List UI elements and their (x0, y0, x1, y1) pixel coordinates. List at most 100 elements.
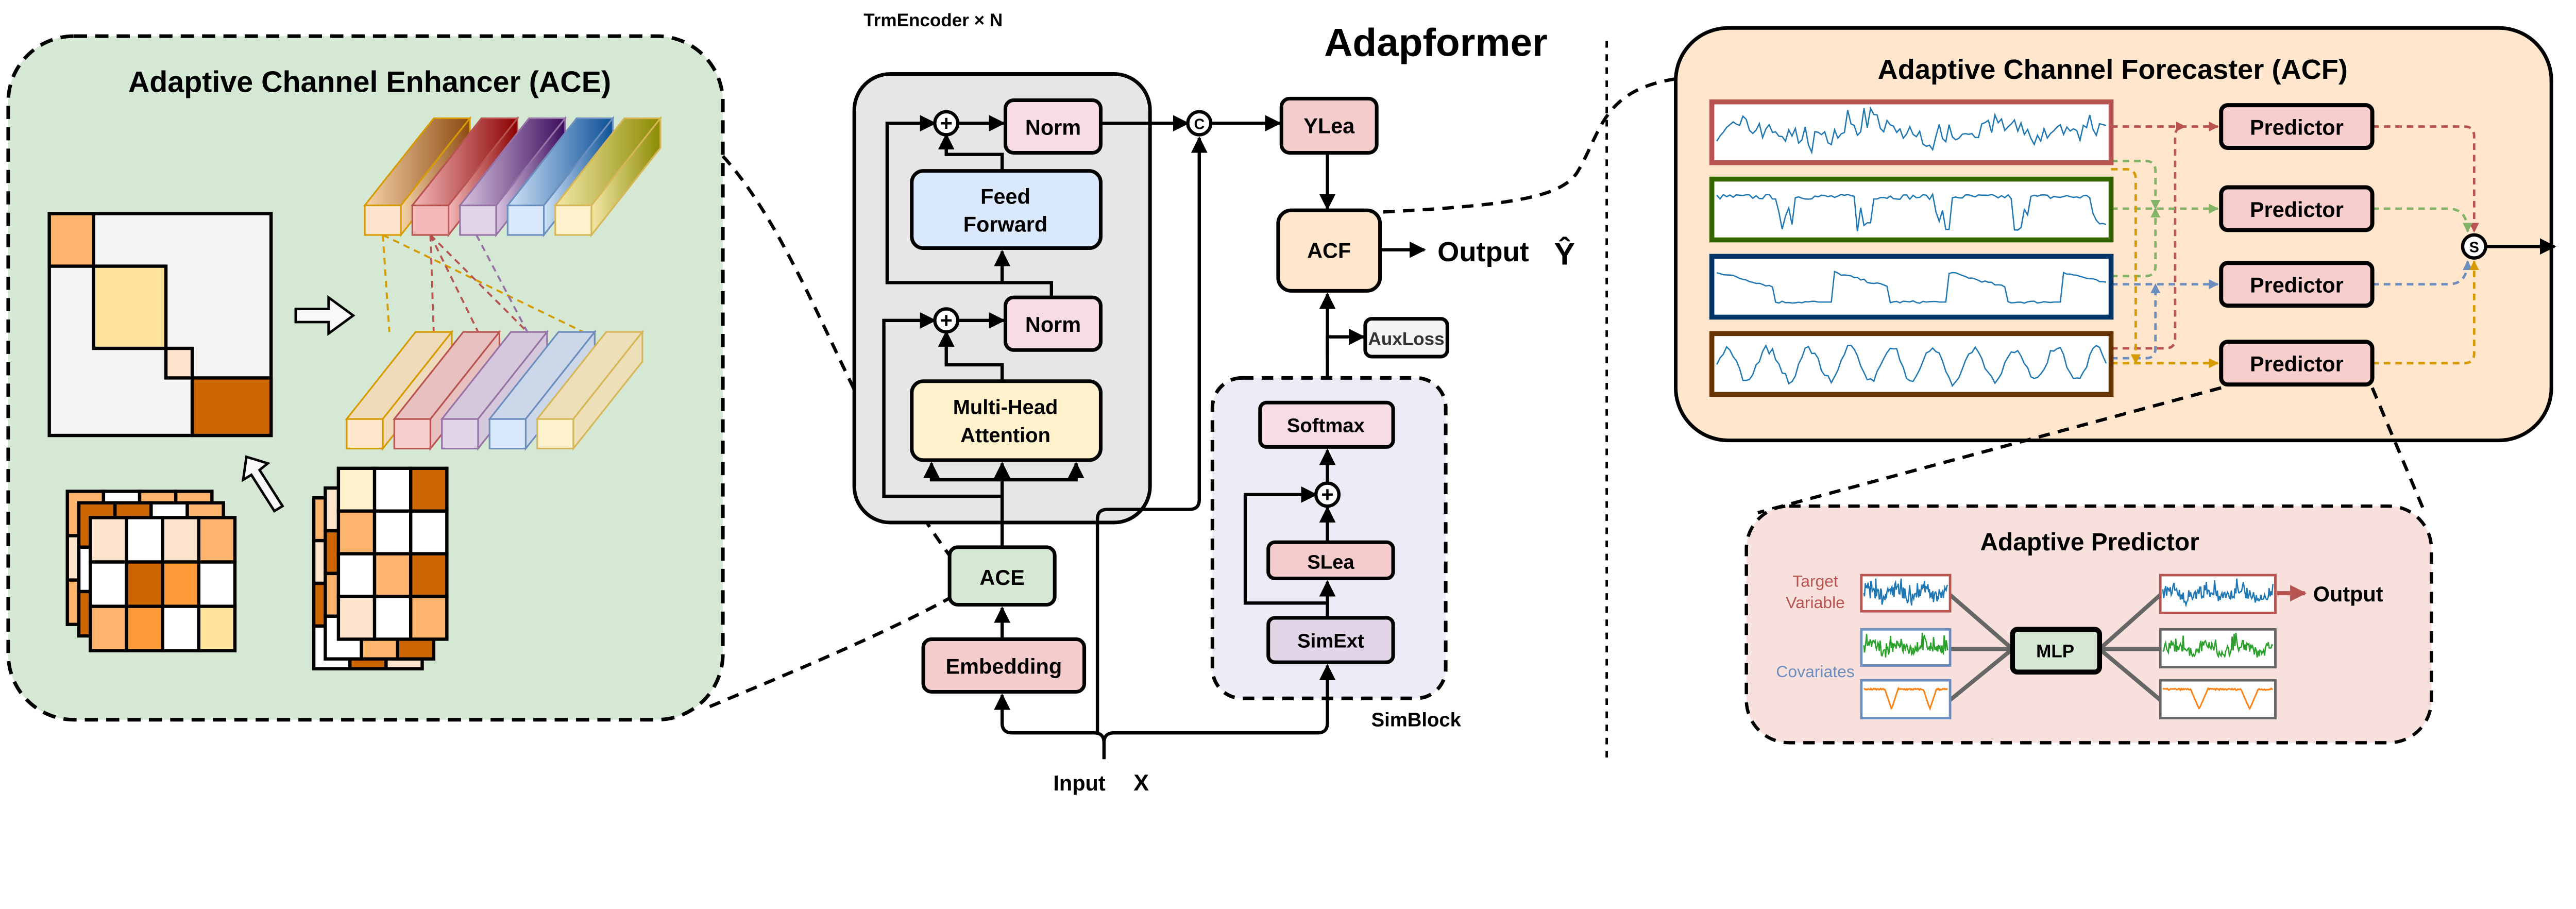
grid-cell (409, 466, 449, 513)
channel-embeddings-top (363, 116, 663, 238)
routing-link (2372, 125, 2479, 233)
predictor-frame (2219, 103, 2375, 150)
predictor-block-3[interactable]: Predictor (2219, 261, 2375, 308)
channel-series-2-frame (1709, 176, 2114, 243)
right-arrow-icon (294, 295, 355, 336)
grid-cell (336, 509, 377, 556)
grid-cell (161, 516, 201, 564)
grid-cell (409, 509, 449, 556)
embedding-prism-top-front (554, 205, 592, 236)
predictor-block-2[interactable]: Predictor (2219, 185, 2375, 232)
mlp-block[interactable]: MLP (2010, 627, 2103, 675)
grid-cell (409, 595, 449, 641)
feed-forward-block[interactable]: Feed Forward (910, 169, 1103, 250)
simblock-add-node: + (1314, 481, 1341, 508)
plus-icon: + (1321, 482, 1333, 507)
correlation-link (382, 234, 391, 332)
routing-link (2372, 260, 2473, 286)
grid-cell (372, 552, 413, 598)
routing-link (2111, 208, 2161, 278)
embedding-prism-bottom-front (346, 418, 384, 450)
simblock-label: SimBlock (1371, 709, 1462, 731)
adaptive-predictor-panel: Adaptive Predictor Target Variable Covar… (1744, 504, 2433, 745)
add-node-top: + (933, 110, 960, 137)
grid-cell (197, 604, 237, 652)
predictor-frame (2219, 185, 2375, 232)
acf-panel: Adaptive Channel Forecaster (ACF) Predic… (1674, 26, 2556, 443)
diagram-title: Adapformer (1324, 21, 1548, 64)
covariate-output-series-2-line (2162, 687, 2273, 711)
grid-cell (336, 466, 377, 513)
slea-label: SLea (1307, 551, 1354, 573)
simext-block[interactable]: SimExt (1266, 616, 1395, 664)
ace-block[interactable]: ACE (947, 545, 1057, 607)
grid-cell (161, 604, 201, 652)
add-node-bottom: + (933, 307, 960, 334)
embedding-block[interactable]: Embedding (921, 637, 1087, 694)
ace-panel-title: Adaptive Channel Enhancer (ACE) (128, 66, 611, 99)
acf-zoom-connector (1383, 77, 1676, 214)
covariate-input-series-1-line (1863, 632, 1948, 658)
encoder-label: TrmEncoder × N (863, 10, 1003, 30)
multi-head-attention-block[interactable]: Multi-Head Attention (910, 379, 1103, 462)
channel-series-3-frame (1709, 254, 2114, 320)
ace-panel: Adaptive Channel Enhancer (ACE) (6, 34, 725, 722)
covariates-label: Covariates (1776, 662, 1854, 681)
acf-block[interactable]: ACF (1276, 208, 1382, 293)
sum-icon: S (2469, 239, 2479, 256)
covariate-input-series-2-line (1863, 686, 1948, 711)
concat-node: C (1186, 110, 1213, 137)
predictor-panel-title: Adaptive Predictor (1980, 529, 2199, 556)
routing-link (2111, 168, 2141, 364)
correlation-link (382, 234, 584, 333)
sum-node: S (2461, 233, 2487, 260)
embedding-prism-top-front (459, 205, 497, 236)
grid-cell (125, 604, 164, 652)
slea-block[interactable]: SLea (1266, 540, 1395, 580)
input-to-concat (1095, 136, 1208, 733)
grid-cell (125, 560, 164, 608)
embedding-prism-bottom-front (441, 418, 479, 450)
covariate-input-series-2-frame (1860, 679, 1952, 719)
routing-link (2111, 160, 2161, 210)
input-to-embedding (994, 693, 1106, 760)
embedding-prism-top-front (506, 205, 545, 236)
norm-bottom-block[interactable]: Norm (1004, 295, 1103, 352)
predictor-block-1[interactable]: Predictor (2219, 103, 2375, 150)
channel-correlation-links (382, 234, 584, 333)
adapformer-diagram: Adaptive Channel Enhancer (ACE) Adapform… (6, 10, 2556, 796)
input-symbol: X (1133, 770, 1149, 796)
ylea-block[interactable]: YLea (1279, 96, 1379, 155)
predictor-frame (2219, 261, 2375, 308)
routing-link (2372, 207, 2473, 233)
concat-icon: C (1194, 116, 1205, 132)
softmax-block[interactable]: Softmax (1258, 400, 1395, 449)
channel-series-2-line (1716, 192, 2107, 231)
channel-series-4-frame (1709, 331, 2114, 397)
simblock: SimBlock Softmax + SLea SimExt (1210, 376, 1462, 731)
embedding-prism-top-front (364, 205, 402, 236)
correlation-link (429, 234, 479, 332)
predictor-block-4[interactable]: Predictor (2219, 340, 2375, 387)
feed-forward-label-1: Feed (980, 184, 1030, 208)
correlation-link (429, 234, 435, 332)
norm-top-label: Norm (1025, 115, 1081, 139)
grid-cell (89, 604, 128, 652)
grid-cell (125, 516, 164, 564)
covariate-output-series-2-frame (2159, 679, 2277, 719)
channel-series-3-line (1716, 271, 2107, 304)
norm-top-block[interactable]: Norm (1004, 98, 1103, 155)
embedding-prism-top-front (411, 205, 450, 236)
up-left-arrow-icon (241, 455, 284, 513)
target-variable-label-1: Target (1792, 571, 1838, 590)
grid-cell (336, 595, 377, 641)
ace-label: ACE (979, 565, 1025, 590)
auxloss-block[interactable]: AuxLoss (1363, 317, 1449, 359)
grid-cell (197, 560, 237, 608)
correlation-grids-right (312, 466, 449, 671)
simext-label: SimExt (1297, 630, 1364, 652)
grid-cell (336, 552, 377, 598)
norm-bottom-label: Norm (1025, 312, 1081, 336)
acf-label: ACF (1307, 239, 1351, 263)
